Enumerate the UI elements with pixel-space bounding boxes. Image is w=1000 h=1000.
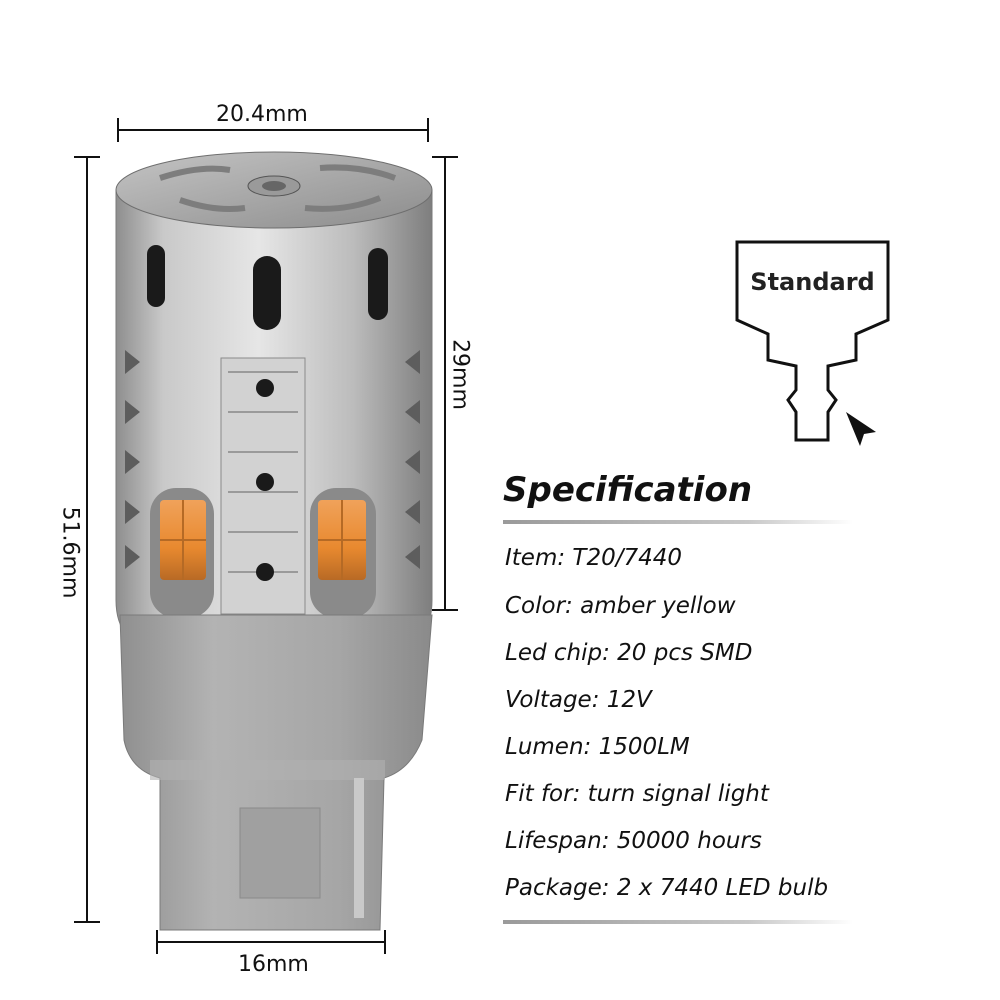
dimension-led-height: 29mm [447,339,473,410]
dimension-total-height: 51.6mm [57,506,83,599]
dimension-base-width: 16mm [238,952,309,977]
specification-divider-top [503,520,853,524]
spec-item: Item: T20/7440 [505,545,683,571]
socket-outline-diagram [735,240,890,442]
spec-item: Led chip: 20 pcs SMD [505,640,753,666]
spec-item: Voltage: 12V [505,687,652,713]
spec-item: Lifespan: 50000 hours [505,828,762,854]
specification-title: Specification [503,470,753,510]
spec-item: Lumen: 1500LM [505,734,690,760]
spec-item: Color: amber yellow [505,593,736,619]
socket-standard-label: Standard [750,268,875,296]
dimension-top-width: 20.4mm [216,102,308,127]
spec-item: Package: 2 x 7440 LED bulb [505,875,829,901]
spec-item: Fit for: turn signal light [505,781,769,807]
pointer-arrow-icon [846,412,876,446]
specification-divider-bottom [503,920,853,924]
